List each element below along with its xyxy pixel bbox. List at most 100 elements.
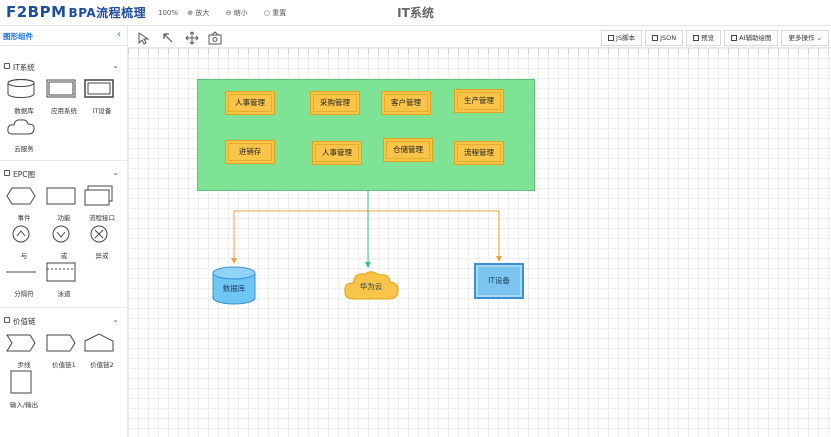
diagram-canvas[interactable]: 人事管理 采购管理 客户管理 生产管理 进销存 人事管理 仓储管理 流程管理 数… bbox=[128, 48, 831, 437]
json-button[interactable]: JSON bbox=[645, 30, 684, 46]
chevron-down-icon: ⌄ bbox=[112, 315, 119, 324]
shape-function[interactable]: 功能 bbox=[46, 185, 82, 222]
group-icon bbox=[4, 170, 10, 176]
separator-shape-icon bbox=[6, 271, 36, 273]
process-interface-shape-icon bbox=[84, 185, 113, 206]
step-shape-icon bbox=[6, 334, 36, 352]
chevron-down-icon: ⌄ bbox=[112, 168, 119, 177]
shape-process-interface[interactable]: 流程接口 bbox=[84, 185, 120, 222]
shape-or[interactable]: 或 bbox=[46, 223, 82, 260]
arrowhead-icon bbox=[365, 262, 371, 268]
image-icon[interactable] bbox=[208, 30, 222, 45]
system-inventory[interactable]: 进销存 bbox=[225, 140, 275, 164]
swimlane-shape-icon bbox=[46, 262, 76, 282]
database-label: 数据库 bbox=[222, 284, 246, 293]
shape-label: 分隔符 bbox=[14, 290, 34, 298]
system-hr-2[interactable]: 人事管理 bbox=[312, 141, 362, 165]
shape-list-it: 数据库 应用系统 IT设备 云服务 bbox=[0, 76, 127, 156]
js-script-button[interactable]: JS脚本 bbox=[601, 30, 643, 46]
group-icon bbox=[4, 317, 10, 323]
connectors bbox=[231, 191, 502, 268]
shape-input-output[interactable]: 输入/输出 bbox=[6, 370, 42, 409]
shape-xor[interactable]: 异或 bbox=[84, 223, 120, 260]
group-header-value-chain[interactable]: 价值链 ⌄ bbox=[0, 312, 127, 330]
it-system-container[interactable]: 人事管理 采购管理 客户管理 生产管理 进销存 人事管理 仓储管理 流程管理 bbox=[197, 79, 535, 191]
shape-database[interactable]: 数据库 bbox=[6, 78, 42, 115]
select-arrow-icon[interactable] bbox=[161, 30, 175, 44]
arrowhead-icon bbox=[496, 256, 502, 262]
shape-label: 步线 bbox=[17, 361, 31, 369]
shape-value-chain-1[interactable]: 价值链1 bbox=[46, 332, 82, 369]
group-header-epc[interactable]: EPC图 ⌄ bbox=[0, 165, 127, 183]
or-gate-icon bbox=[52, 225, 70, 243]
shape-and[interactable]: 与 bbox=[6, 223, 42, 260]
shape-label: 泳道 bbox=[57, 290, 71, 298]
shape-separator[interactable]: 分隔符 bbox=[6, 261, 42, 298]
toolbar: JS脚本 JSON 预览 AI辅助绘图 更多操作 ⌄ bbox=[128, 26, 831, 48]
shape-label: IT设备 bbox=[92, 107, 112, 115]
sidebar-header: 图形组件 ‹ bbox=[0, 26, 127, 46]
json-icon bbox=[652, 35, 659, 41]
shape-event[interactable]: 事件 bbox=[6, 185, 42, 222]
it-device-node[interactable]: IT设备 bbox=[474, 263, 524, 299]
shape-label: 数据库 bbox=[14, 107, 34, 115]
system-production[interactable]: 生产管理 bbox=[454, 89, 504, 113]
shape-application[interactable]: 应用系统 bbox=[46, 78, 82, 115]
ai-draw-button[interactable]: AI辅助绘图 bbox=[724, 30, 779, 46]
robot-icon bbox=[731, 35, 738, 41]
value-chain-1-shape-icon bbox=[46, 334, 76, 352]
collapse-sidebar-icon[interactable]: ‹ bbox=[117, 29, 121, 40]
xor-gate-icon bbox=[90, 225, 108, 243]
shape-label: 云服务 bbox=[14, 145, 34, 153]
shape-it-device[interactable]: IT设备 bbox=[84, 78, 120, 115]
cloud-icon bbox=[344, 271, 399, 300]
group-title: 价值链 bbox=[13, 317, 36, 326]
shape-label: 与 bbox=[20, 252, 28, 260]
system-hr[interactable]: 人事管理 bbox=[225, 91, 275, 115]
database-node[interactable]: 数据库 bbox=[212, 266, 256, 306]
it-device-shape-icon bbox=[84, 79, 114, 98]
shape-label: 价值链1 bbox=[52, 361, 76, 369]
zoom-out-button[interactable]: ⊖ 缩小 bbox=[225, 9, 248, 17]
reset-zoom-button[interactable]: ○ 重置 bbox=[263, 9, 287, 17]
pointer-icon[interactable] bbox=[136, 30, 150, 45]
input-output-shape-icon bbox=[10, 370, 32, 394]
group-icon bbox=[4, 63, 10, 69]
shape-list-value-chain: 步线 价值链1 价值链2 输入/输出 bbox=[0, 330, 127, 410]
script-icon bbox=[608, 35, 615, 41]
shape-step[interactable]: 步线 bbox=[6, 332, 42, 369]
system-warehouse[interactable]: 仓储管理 bbox=[383, 138, 433, 162]
system-process[interactable]: 流程管理 bbox=[454, 141, 504, 165]
connector-to-it-device[interactable] bbox=[368, 210, 500, 260]
shape-label: 事件 bbox=[17, 214, 31, 222]
event-shape-icon bbox=[6, 187, 36, 205]
connector-to-database[interactable] bbox=[233, 191, 369, 262]
more-actions-button[interactable]: 更多操作 ⌄ bbox=[781, 30, 829, 46]
shape-label: 或 bbox=[60, 252, 68, 260]
shape-cloud-service[interactable]: 云服务 bbox=[6, 116, 42, 153]
arrowhead-icon bbox=[231, 258, 237, 264]
cloud-label: 华为云 bbox=[359, 282, 383, 291]
preview-icon bbox=[693, 35, 700, 41]
preview-button[interactable]: 预览 bbox=[686, 30, 722, 46]
cloud-node[interactable]: 华为云 bbox=[342, 268, 400, 302]
and-gate-icon bbox=[12, 225, 30, 243]
system-customer[interactable]: 客户管理 bbox=[381, 91, 431, 115]
shape-sidebar: 图形组件 ‹ IT系统 ⌄ 数据库 应用系统 IT设备 云服务 EPC图 ⌄ bbox=[0, 26, 128, 437]
ruler bbox=[128, 48, 831, 54]
shape-label: 异或 bbox=[95, 252, 109, 260]
group-title: IT系统 bbox=[13, 63, 35, 72]
group-title: EPC图 bbox=[13, 170, 35, 179]
shape-value-chain-2[interactable]: 价值链2 bbox=[84, 332, 120, 369]
shape-swimlane[interactable]: 泳道 bbox=[46, 261, 82, 298]
shape-label: 价值链2 bbox=[90, 361, 114, 369]
logo-subtitle: BPA流程梳理 bbox=[68, 6, 147, 20]
divider bbox=[0, 307, 127, 308]
group-header-it[interactable]: IT系统 ⌄ bbox=[0, 58, 127, 76]
chevron-down-icon: ⌄ bbox=[112, 61, 119, 70]
zoom-in-button[interactable]: ⊕ 放大 bbox=[187, 9, 210, 17]
move-icon[interactable] bbox=[185, 30, 199, 45]
system-purchasing[interactable]: 采购管理 bbox=[310, 91, 360, 115]
